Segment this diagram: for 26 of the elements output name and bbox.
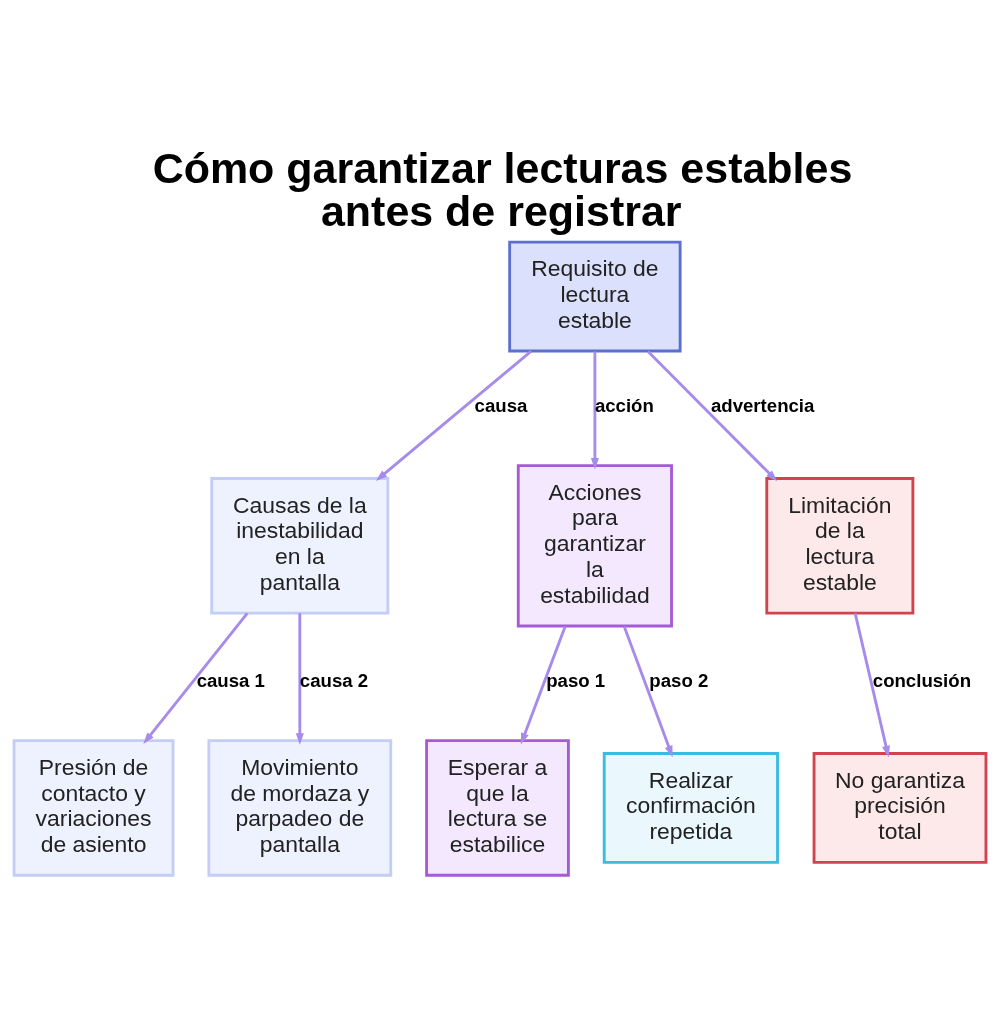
- edge-label: paso 1: [546, 669, 606, 691]
- diagram-title: Cómo garantizar lecturas estables antes de registrar: [152, 144, 853, 236]
- edge-label: acción: [594, 394, 654, 416]
- node-box: Causas de la inestabilidad en la pantalla: [210, 477, 390, 615]
- edge-label: paso 2: [649, 669, 709, 691]
- arrow: [622, 625, 673, 758]
- edge-label: causa 2: [299, 669, 369, 691]
- arrow: [143, 612, 249, 744]
- arrow: [647, 350, 778, 482]
- arrow: [520, 625, 567, 745]
- arrow: [590, 351, 599, 470]
- edge-label: causa 1: [196, 669, 265, 691]
- node-box: Presión de contacto y variaciones de asiento: [12, 739, 175, 877]
- node-box: Realizar confirmación repetida: [602, 752, 779, 864]
- node-box: Esperar a que la lectura se estabilice: [425, 739, 570, 877]
- node-box: Limitación de la lectura estable: [765, 477, 915, 615]
- arrow: [375, 350, 533, 481]
- edge-label: advertencia: [710, 394, 815, 416]
- node-box: No garantiza precisión total: [812, 752, 988, 864]
- edge-label: conclusión: [872, 669, 972, 691]
- arrow: [295, 613, 304, 745]
- node-box: Acciones para garantizar la estabilidad: [516, 464, 673, 628]
- edge-label: causa: [474, 394, 528, 416]
- node-box: Movimiento de mordaza y parpadeo de pantalla: [207, 739, 393, 877]
- arrow: [853, 613, 890, 758]
- node-box: Requisito de lectura estable: [508, 240, 682, 353]
